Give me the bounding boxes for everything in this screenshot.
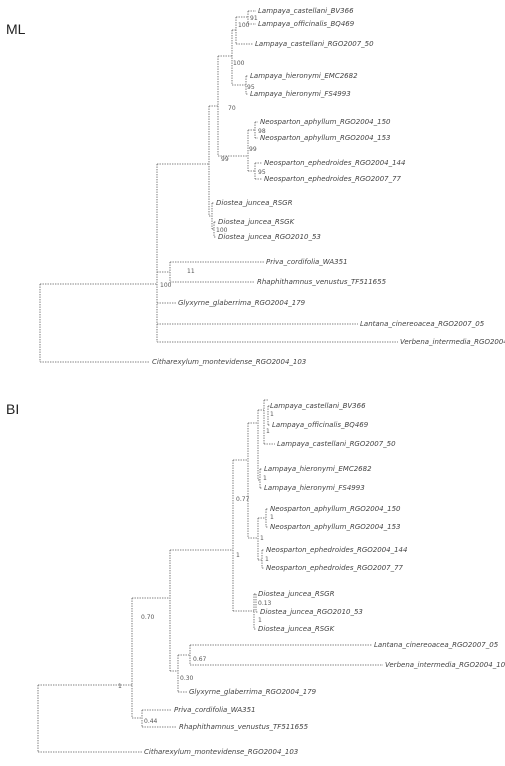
taxon-label: Neosparton_ephedroides_RGO2004_144 xyxy=(264,159,405,167)
ml-branches xyxy=(39,10,398,363)
support-value: 1 xyxy=(258,617,262,624)
taxon-label: Neosparton_ephedroides_RGO2007_77 xyxy=(264,175,402,183)
taxon-label: Lampaya_castellani_RGO2007_50 xyxy=(255,40,374,48)
support-value: 100 xyxy=(238,22,250,29)
support-value: 0.13 xyxy=(258,600,272,607)
taxon-label: Neosparton_ephedroides_RGO2004_144 xyxy=(266,546,407,554)
taxon-label: Citharexylum_montevidense_RGO2004_103 xyxy=(144,748,298,756)
taxon-label: Priva_cordifolia_WA351 xyxy=(266,258,348,266)
taxon-label: Lampaya_castellani_RGO2007_50 xyxy=(277,440,396,448)
taxon-label: Neosparton_aphyllum_RGO2004_150 xyxy=(270,505,401,513)
taxon-label: Verbena_intermedia_RGO2004_106 xyxy=(400,338,505,346)
taxon-label: Glyxyrne_glaberrima_RGO2004_179 xyxy=(189,688,317,696)
taxon-label: Lampaya_officinalis_BQ469 xyxy=(258,20,355,28)
taxon-label: Verbena_intermedia_RGO2004_106 xyxy=(385,661,505,669)
support-value: 99 xyxy=(249,146,257,153)
ml-support-values: 91 100 100 95 70 98 99 95 99 100 11 100 xyxy=(160,15,266,289)
taxon-label: Diostea_juncea_RSGK xyxy=(218,218,296,226)
taxon-label: Lampaya_hieronymi_EMC2682 xyxy=(250,72,358,80)
support-value: 1 xyxy=(266,428,270,435)
support-value: 95 xyxy=(258,169,266,176)
taxon-label: Diostea_juncea_RGO2010_53 xyxy=(260,608,363,616)
taxon-label: Lampaya_castellani_BV366 xyxy=(270,402,366,410)
support-value: 0.70 xyxy=(141,614,155,621)
support-value: 0.30 xyxy=(180,675,194,682)
support-value: 99 xyxy=(221,156,229,163)
taxon-label: Lampaya_hieronymi_FS4993 xyxy=(250,90,351,98)
bi-taxon-labels: Lampaya_castellani_BV366 Lampaya_officin… xyxy=(144,402,505,756)
taxon-label: Priva_cordifolia_WA351 xyxy=(174,706,256,714)
taxon-label: Lantana_cinereoacea_RGO2007_05 xyxy=(374,641,499,649)
taxon-label: Lantana_cinereoacea_RGO2007_05 xyxy=(360,320,485,328)
taxon-label: Lampaya_hieronymi_EMC2682 xyxy=(264,465,372,473)
support-value: 0.67 xyxy=(193,656,207,663)
taxon-label: Diostea_juncea_RGO2010_53 xyxy=(218,233,321,241)
taxon-label: Lampaya_officinalis_BQ469 xyxy=(272,421,369,429)
support-value: 0.77 xyxy=(236,496,250,503)
support-value: 11 xyxy=(187,268,195,275)
support-value: 1 xyxy=(270,411,274,418)
taxon-label: Diostea_juncea_RSGR xyxy=(258,590,335,598)
taxon-label: Citharexylum_montevidense_RGO2004_103 xyxy=(152,358,306,366)
support-value: 1 xyxy=(260,535,264,542)
bi-panel: BI xyxy=(6,399,505,756)
taxon-label: Rhaphithamnus_venustus_TF511655 xyxy=(257,278,387,286)
bi-branches xyxy=(37,399,383,753)
support-value: 70 xyxy=(228,105,236,112)
bi-support-values: 1 1 1 0.77 1 1 1 1 0.13 1 0.70 0.67 0.30… xyxy=(118,411,274,725)
support-value: 1 xyxy=(270,514,274,521)
taxon-label: Neosparton_aphyllum_RGO2004_153 xyxy=(260,134,390,142)
taxon-label: Lampaya_castellani_BV366 xyxy=(258,7,354,15)
support-value: 100 xyxy=(160,282,172,289)
bi-panel-label: BI xyxy=(6,401,19,417)
support-value: 100 xyxy=(216,227,228,234)
support-value: 91 xyxy=(250,15,258,22)
support-value: 1 xyxy=(118,683,122,690)
support-value: 95 xyxy=(247,84,255,91)
support-value: 1 xyxy=(263,475,267,482)
support-value: 1 xyxy=(265,556,269,563)
taxon-label: Diostea_juncea_RSGR xyxy=(216,199,293,207)
taxon-label: Lampaya_hieronymi_FS4993 xyxy=(264,484,365,492)
ml-panel-label: ML xyxy=(6,21,26,37)
taxon-label: Diostea_juncea_RSGK xyxy=(258,625,336,633)
ml-panel: ML xyxy=(6,7,505,366)
ml-taxon-labels: Lampaya_castellani_BV366 Lampaya_officin… xyxy=(152,7,505,366)
taxon-label: Neosparton_ephedroides_RGO2007_77 xyxy=(266,564,404,572)
support-value: 1 xyxy=(236,552,240,559)
taxon-label: Glyxyrne_glaberrima_RGO2004_179 xyxy=(178,299,306,307)
taxon-label: Neosparton_aphyllum_RGO2004_150 xyxy=(260,118,391,126)
support-value: 98 xyxy=(258,128,266,135)
support-value: 0.44 xyxy=(144,718,158,725)
support-value: 100 xyxy=(233,60,245,67)
taxon-label: Rhaphithamnus_venustus_TF511655 xyxy=(179,723,309,731)
taxon-label: Neosparton_aphyllum_RGO2004_153 xyxy=(270,523,400,531)
